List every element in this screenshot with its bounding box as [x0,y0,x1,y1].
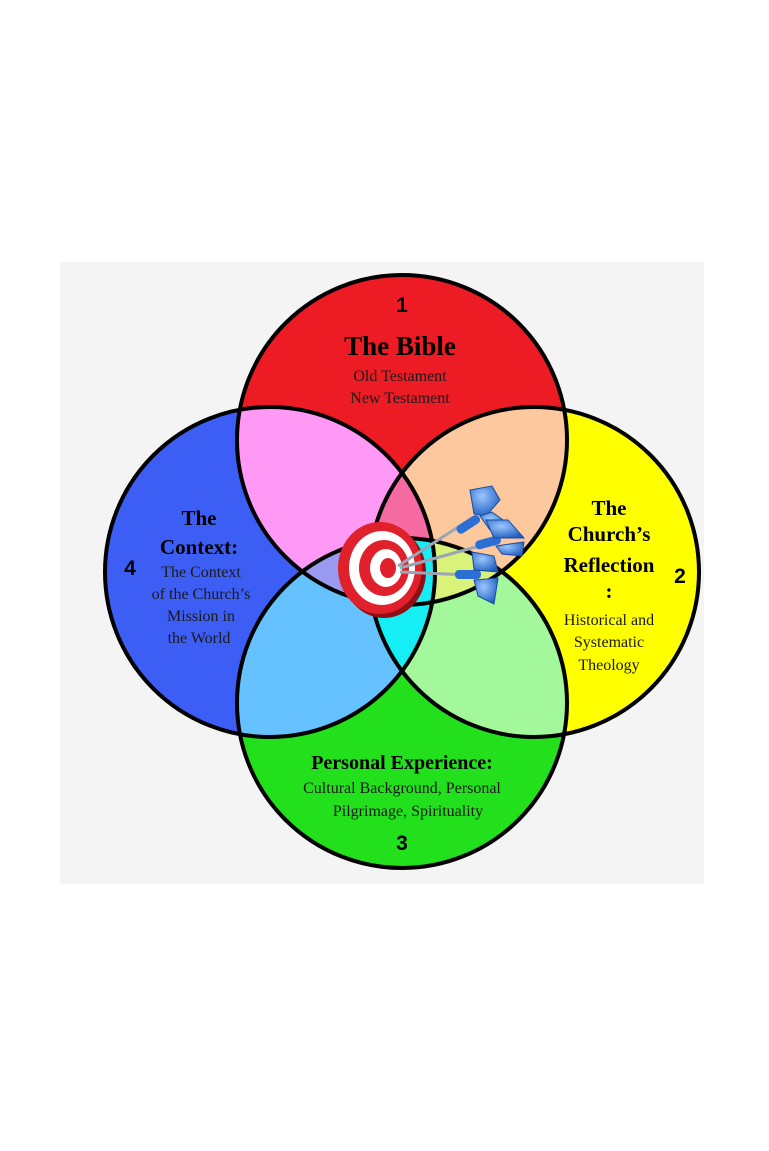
target-with-darts-icon [338,485,526,618]
reflection-title-1: The [591,496,626,520]
bible-number: 1 [396,294,408,317]
bible-title: The Bible [344,331,456,361]
experience-line-1: Cultural Background, Personal [303,780,501,797]
bible-line-1: Old Testament [353,368,447,385]
experience-title: Personal Experience: [311,752,493,774]
context-number: 4 [124,557,136,580]
experience-number: 3 [396,832,408,855]
context-line-4: the World [168,630,231,647]
reflection-line-3: Theology [578,657,639,674]
context-line-1: The Context [161,564,241,581]
context-line-2: of the Church’s [152,586,251,603]
context-line-3: Mission in [167,608,235,625]
reflection-line-1: Historical and [564,612,654,629]
bible-line-2: New Testament [350,390,450,407]
reflection-title-3: Reflection [564,553,655,577]
context-title-1: The [181,506,216,530]
experience-line-2: Pilgrimage, Spirituality [333,803,483,820]
reflection-number: 2 [674,565,686,588]
reflection-line-2: Systematic [574,634,644,651]
reflection-title-4: : [606,579,613,603]
reflection-title-2: Church’s [568,522,651,546]
context-title-2: Context: [160,535,238,559]
